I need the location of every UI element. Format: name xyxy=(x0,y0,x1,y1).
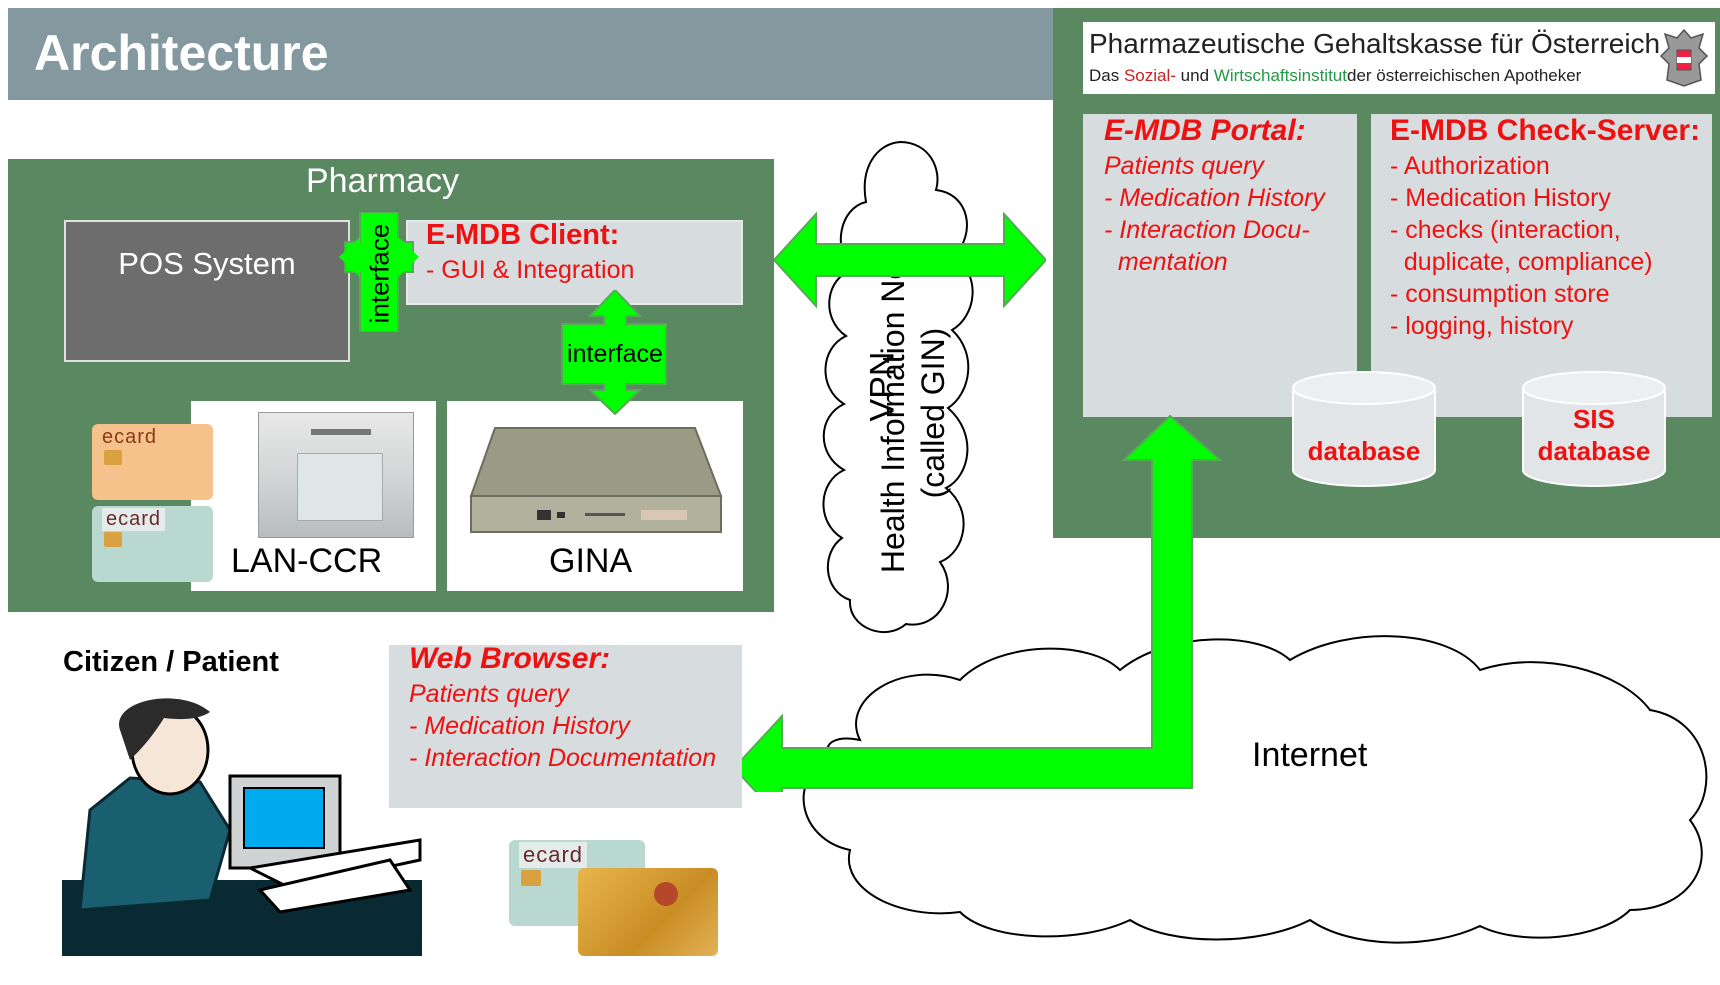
portal-box xyxy=(1083,114,1357,417)
portal-line: Patients query xyxy=(1104,152,1264,180)
check-line: duplicate, compliance) xyxy=(1390,248,1653,276)
web-browser-text: Web Browser: Patients query - Medication… xyxy=(409,640,716,774)
check-line: - checks (interaction, xyxy=(1390,216,1621,244)
coat-of-arms-icon xyxy=(1659,28,1709,87)
logo-sub-e: der österreichischen Apotheker xyxy=(1346,66,1582,85)
pos-system-box: POS System xyxy=(64,220,350,362)
check-line: - Authorization xyxy=(1390,152,1550,180)
chip-icon xyxy=(521,870,541,886)
check-server-text: E-MDB Check-Server: - Authorization - Me… xyxy=(1390,112,1700,342)
logo-banner: Pharmazeutische Gehaltskasse für Österre… xyxy=(1083,22,1715,94)
sis-database-label: database xyxy=(1537,436,1651,466)
gold-card-image xyxy=(578,868,718,956)
gina-device-icon xyxy=(469,427,723,533)
web-browser-line: - Interaction Documentation xyxy=(409,744,717,772)
interface-arrow-horizontal xyxy=(561,290,667,415)
internet-arrow xyxy=(732,414,1223,792)
database-label: database xyxy=(1307,436,1421,466)
lan-ccr-label: LAN-CCR xyxy=(231,542,383,580)
interface-label-vertical: interface xyxy=(364,223,395,324)
web-browser-title: Web Browser: xyxy=(409,642,611,675)
web-browser-line: - Medication History xyxy=(409,712,630,740)
gold-card-emblem-icon xyxy=(654,882,678,906)
pharmacy-label: Pharmacy xyxy=(306,162,460,200)
logo-sub-c: und xyxy=(1180,66,1210,85)
ecard-orange-image: ecard xyxy=(92,424,213,500)
portal-line: - Medication History xyxy=(1104,184,1325,212)
pos-system-label: POS System xyxy=(118,246,296,281)
logo-sub-a: Das xyxy=(1089,66,1120,85)
portal-text: E-MDB Portal: Patients query - Medicatio… xyxy=(1104,112,1325,278)
database-cylinder-icon xyxy=(1292,371,1436,487)
client-box xyxy=(406,220,743,305)
sis-database-cylinder-icon xyxy=(1522,371,1666,487)
web-browser-box xyxy=(389,645,742,808)
client-line: - GUI & Integration xyxy=(426,256,635,284)
check-line: - Medication History xyxy=(1390,184,1611,212)
check-line: - logging, history xyxy=(1390,312,1574,340)
citizen-label: Citizen / Patient xyxy=(63,646,279,678)
check-server-box xyxy=(1371,114,1712,417)
slide-title: Architecture xyxy=(34,25,329,81)
vpn-double-arrow xyxy=(774,211,1046,309)
lan-ccr-device-image xyxy=(258,412,414,538)
logo-sub-b: Sozial- xyxy=(1123,66,1176,85)
logo-subtitle: Das Sozial- und Wirtschaftsinstitutder ö… xyxy=(1089,66,1581,86)
lan-ccr-screen xyxy=(297,453,383,521)
client-title: E-MDB Client: xyxy=(426,219,620,251)
lan-ccr-slot xyxy=(311,429,371,435)
logo-sub-d: Wirtschaftsinstitut xyxy=(1213,66,1347,85)
web-browser-line: Patients query xyxy=(409,680,569,708)
citizen-at-computer-icon xyxy=(62,698,422,956)
check-line: - consumption store xyxy=(1390,280,1610,308)
chip-icon xyxy=(104,532,122,547)
ecard-green-image: ecard xyxy=(92,506,213,582)
gina-label: GINA xyxy=(549,542,633,580)
chip-icon xyxy=(104,450,122,465)
ecard-brand: ecard xyxy=(102,508,166,531)
interface-arrow-vertical xyxy=(339,212,419,332)
ecard-brand: ecard xyxy=(102,426,158,448)
title-bar xyxy=(8,8,1056,100)
sis-label: SIS xyxy=(1573,404,1615,434)
internet-label: Internet xyxy=(1252,736,1368,774)
portal-line: mentation xyxy=(1104,248,1228,276)
ecard-brand: ecard xyxy=(519,842,588,868)
check-server-title: E-MDB Check-Server: xyxy=(1390,114,1701,147)
logo-title: Pharmazeutische Gehaltskasse für Österre… xyxy=(1089,28,1661,59)
portal-title: E-MDB Portal: xyxy=(1104,114,1306,147)
interface-label-horizontal: interface xyxy=(567,340,663,368)
portal-line: - Interaction Docu- xyxy=(1104,216,1310,244)
